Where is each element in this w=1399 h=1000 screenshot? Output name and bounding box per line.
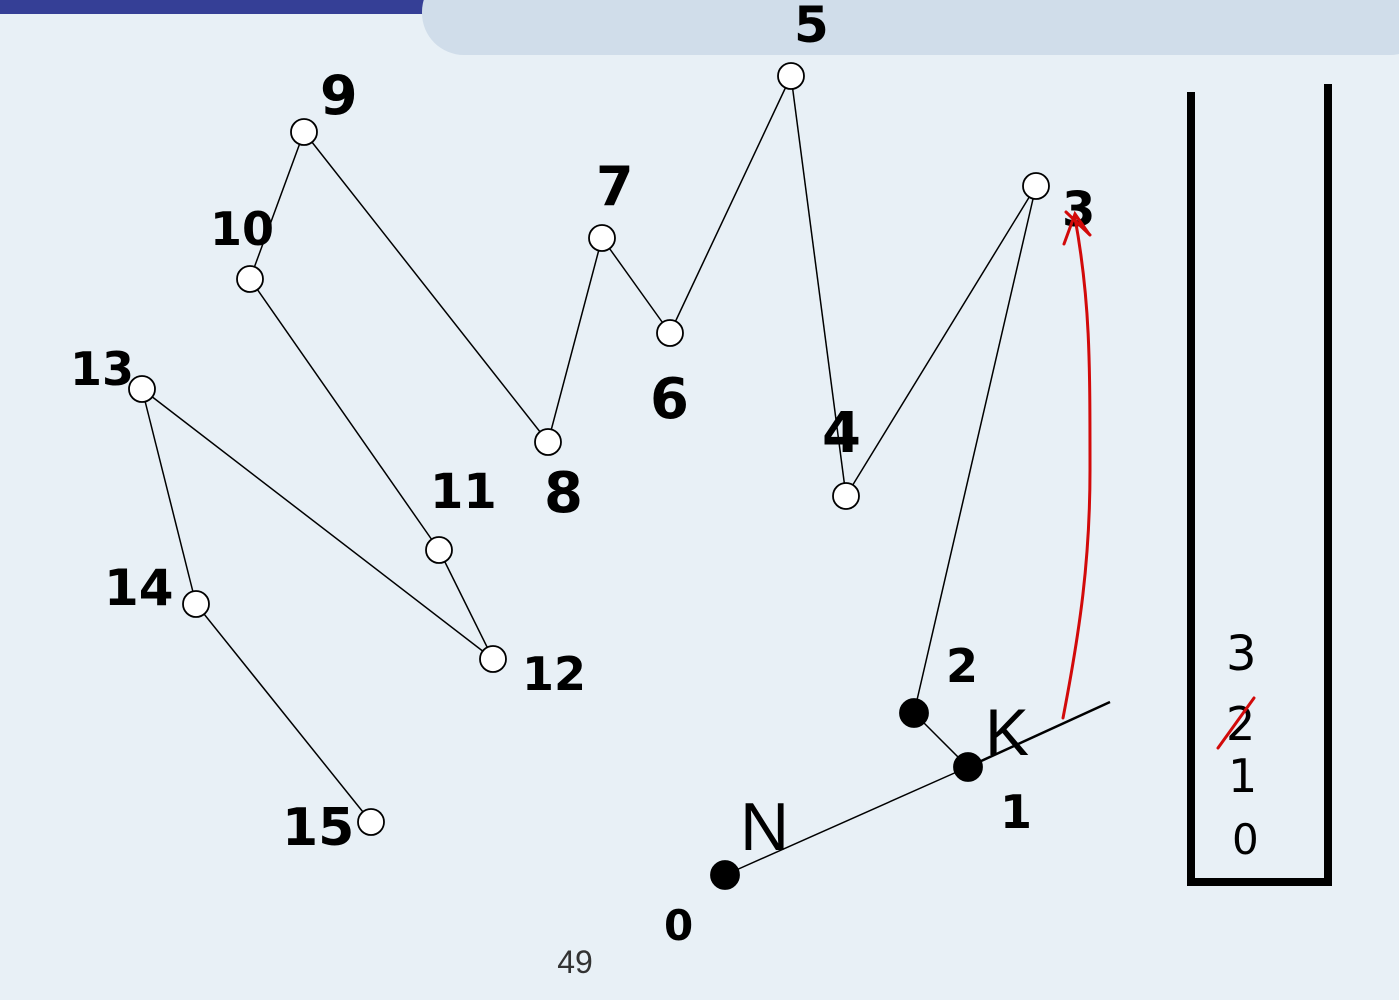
edge-3-4 — [845, 185, 1037, 497]
label-vertex-5: 5 — [794, 0, 829, 54]
stack-item-3: 3 — [1226, 626, 1257, 682]
vertex-7 — [588, 224, 616, 252]
vertex-8 — [534, 428, 562, 456]
stack-items: 3 2 1 0 — [1216, 626, 1259, 864]
stack-item-0: 0 — [1232, 815, 1259, 864]
page-number: 49 — [557, 944, 593, 980]
edge-9-10 — [249, 131, 305, 280]
stack-walls — [1187, 84, 1332, 886]
stack-container — [1187, 84, 1332, 886]
label-vertex-10: 10 — [210, 202, 274, 256]
vertex-4 — [832, 482, 860, 510]
header-tab — [422, 0, 1399, 55]
edge-10-11 — [249, 278, 440, 551]
edge-11-12 — [438, 549, 494, 660]
label-vertex-7: 7 — [596, 155, 634, 218]
vertex-10 — [236, 265, 264, 293]
extension-line — [967, 700, 1111, 769]
red-arrow — [1061, 210, 1092, 720]
stack-item-1: 1 — [1228, 749, 1257, 803]
vertex-2 — [899, 698, 929, 728]
edge-2-3 — [913, 185, 1037, 714]
red-arrow-head — [1062, 210, 1091, 246]
edge-12-13 — [141, 388, 494, 660]
vertex-15 — [357, 808, 385, 836]
vertex-13 — [128, 375, 156, 403]
vertex-9 — [290, 118, 318, 146]
polygon-edges — [141, 75, 1111, 876]
label-vertex-2: 2 — [946, 639, 978, 693]
label-vertex-1: 1 — [1000, 785, 1032, 839]
edge-7-8 — [547, 237, 603, 443]
edge-0-1 — [724, 766, 969, 876]
red-arrow-shaft — [1061, 216, 1092, 720]
label-vertex-8: 8 — [544, 461, 583, 526]
vertex-0 — [710, 860, 740, 890]
stack-item-2: 2 — [1226, 697, 1255, 751]
edge-4-5 — [790, 75, 847, 497]
vertex-3 — [1022, 172, 1050, 200]
vertex-14 — [182, 590, 210, 618]
label-n: N — [740, 789, 789, 865]
edge-6-7 — [601, 237, 671, 334]
stack-item-2-strike — [1216, 696, 1256, 750]
vertex-labels: 0 1 2 3 4 5 6 7 8 9 10 11 12 13 14 15 — [70, 0, 1095, 950]
vertex-1 — [953, 752, 983, 782]
label-vertex-14: 14 — [104, 559, 174, 617]
vertices — [128, 62, 1050, 890]
label-vertex-3: 3 — [1062, 182, 1095, 238]
red-cross-mark — [1064, 210, 1092, 237]
label-vertex-4: 4 — [822, 401, 861, 466]
edge-8-9 — [303, 131, 549, 443]
label-vertex-0: 0 — [664, 901, 693, 950]
vertex-5 — [777, 62, 805, 90]
edge-13-14 — [141, 388, 197, 605]
label-vertex-9: 9 — [320, 64, 358, 127]
edge-14-15 — [195, 603, 372, 823]
label-vertex-15: 15 — [282, 798, 354, 858]
label-vertex-13: 13 — [70, 342, 134, 396]
vertex-12 — [479, 645, 507, 673]
label-k: K — [985, 695, 1029, 769]
header-bar — [0, 0, 440, 14]
edge-5-6 — [669, 75, 792, 334]
vertex-6 — [656, 319, 684, 347]
vertex-11 — [425, 536, 453, 564]
label-vertex-6: 6 — [650, 367, 689, 432]
label-vertex-12: 12 — [522, 647, 586, 701]
label-vertex-11: 11 — [430, 464, 497, 520]
